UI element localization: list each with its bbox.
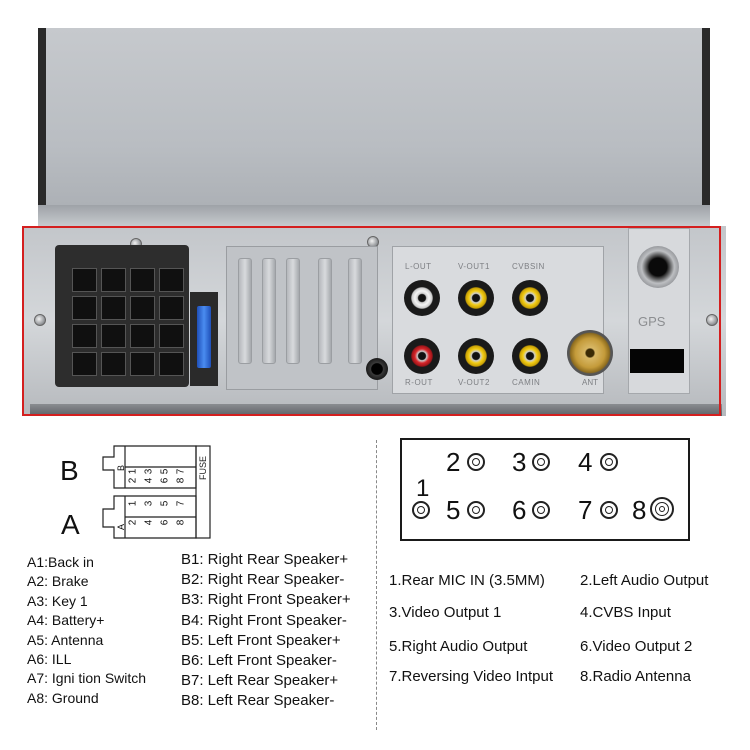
screw	[34, 314, 46, 326]
pinout-list-a: A1:Back in A2: Brake A3: Key 1 A4: Batte…	[27, 553, 146, 708]
rca-label: R-OUT	[405, 378, 433, 387]
port-description: 4.CVBS Input	[580, 604, 671, 621]
section-divider	[376, 440, 377, 730]
gps-port	[637, 246, 679, 288]
vent-slot	[238, 258, 252, 364]
pinout-item: A8: Ground	[27, 689, 99, 706]
pinout-item: A3: Key 1	[27, 592, 88, 609]
port-description: 5.Right Audio Output	[389, 638, 528, 655]
rca-cvbs-in	[512, 280, 548, 316]
a-side-label: A	[116, 523, 126, 530]
pinout-item: A4: Battery+	[27, 612, 105, 629]
row-a-letter: A	[61, 509, 80, 540]
pinout-item: A5: Antenna	[27, 631, 104, 648]
port-number: 3	[512, 447, 527, 477]
b-pin-number: 4	[143, 477, 155, 484]
b-pin-number: 8	[175, 477, 187, 484]
iso-connector-pins	[72, 268, 184, 376]
a-pin-number: 5	[159, 500, 171, 507]
rca-right-audio-out	[404, 338, 440, 374]
a-pin-number: 2	[127, 519, 139, 526]
pinout-item: B7: Left Rear Speaker+	[181, 672, 339, 690]
antenna-ring-icon	[650, 497, 674, 521]
port-description: 6.Video Output 2	[580, 638, 693, 655]
rca-camera-in	[512, 338, 548, 374]
pinout-item: B2: Right Rear Speaker-	[181, 571, 345, 589]
vent-slot	[262, 258, 276, 364]
pinout-list-b: B1: Right Rear Speaker+ B2: Right Rear S…	[181, 550, 351, 712]
b-pin-number: 2	[127, 477, 139, 484]
a-pin-number: 6	[159, 519, 171, 526]
port-description: 1.Rear MIC IN (3.5MM)	[389, 572, 545, 589]
rca-video-out-1	[458, 280, 494, 316]
port-description: 2.Left Audio Output	[580, 572, 709, 589]
row-b-letter: B	[60, 455, 79, 486]
mic-jack	[366, 358, 388, 380]
antenna-ring-icon-inner	[659, 506, 665, 512]
fuse-label: FUSE	[198, 455, 208, 480]
pinout-item: A2: Brake	[27, 573, 89, 590]
port-ring-icon	[532, 501, 550, 519]
radio-chassis-lip	[38, 205, 710, 227]
vent-slot	[318, 258, 332, 364]
a-pin-number: 1	[127, 500, 139, 507]
fuse-blade	[197, 306, 211, 368]
rca-video-out-2	[458, 338, 494, 374]
port-ring-icon	[600, 453, 618, 471]
rca-left-audio-out	[404, 280, 440, 316]
port-ring-icon	[600, 501, 618, 519]
b-pin-number: 5	[159, 468, 171, 475]
port-number: 2	[446, 447, 461, 477]
pinout-item: A6: ILL	[27, 651, 72, 668]
antenna-port	[567, 330, 613, 376]
port-map-box	[400, 438, 690, 541]
port-description: 7.Reversing Video Intput	[389, 668, 553, 685]
pinout-item: B6: Left Front Speaker-	[181, 652, 337, 670]
pinout-item: B3: Right Front Speaker+	[181, 591, 351, 609]
port-number: 6	[512, 495, 527, 525]
pinout-item: B8: Left Rear Speaker-	[181, 692, 335, 710]
rear-panel-lip	[30, 404, 722, 416]
port-number: 4	[578, 447, 593, 477]
pinout-item: B4: Right Front Speaker-	[181, 611, 347, 629]
port-description: 8.Radio Antenna	[580, 668, 691, 685]
port-description: 3.Video Output 1	[389, 604, 502, 621]
antenna-ring-icon-mid	[655, 502, 669, 516]
pinout-item: B1: Right Rear Speaker+	[181, 551, 349, 568]
a-pin-number: 3	[143, 500, 155, 507]
rca-label: CAMIN	[512, 378, 541, 387]
port-ring-icon	[467, 501, 485, 519]
port-number: 7	[578, 495, 593, 525]
port-ring-icon	[412, 501, 430, 519]
connector-diagram	[102, 445, 211, 539]
gps-cover	[630, 349, 684, 373]
vent-slot	[286, 258, 300, 364]
pinout-item: B5: Left Front Speaker+	[181, 631, 341, 649]
b-pin-number: 7	[175, 468, 187, 475]
gps-label: GPS	[638, 314, 666, 329]
port-number: 1	[416, 475, 430, 502]
rca-label: CVBSIN	[512, 262, 545, 271]
a-pin-number: 8	[175, 519, 187, 526]
port-number: 5	[446, 495, 461, 525]
radio-chassis-top	[38, 28, 710, 224]
b-side-label: B	[116, 464, 126, 471]
rca-label: V-OUT1	[458, 262, 490, 271]
port-ring-icon	[532, 453, 550, 471]
rca-label: L-OUT	[405, 262, 432, 271]
ant-label: ANT	[582, 378, 598, 387]
screw	[706, 314, 718, 326]
pinout-item: A7: Igni tion Switch	[27, 670, 147, 687]
b-pin-number: 3	[143, 468, 155, 475]
rca-label: V-OUT2	[458, 378, 490, 387]
b-pin-number: 1	[127, 468, 139, 475]
b-pin-number: 6	[159, 477, 171, 484]
port-ring-icon	[467, 453, 485, 471]
a-pin-number: 4	[143, 519, 155, 526]
vent-slot	[348, 258, 362, 364]
pinout-item: A1:Back in	[27, 554, 94, 570]
port-number: 8	[632, 495, 647, 525]
a-pin-number: 7	[175, 500, 187, 507]
